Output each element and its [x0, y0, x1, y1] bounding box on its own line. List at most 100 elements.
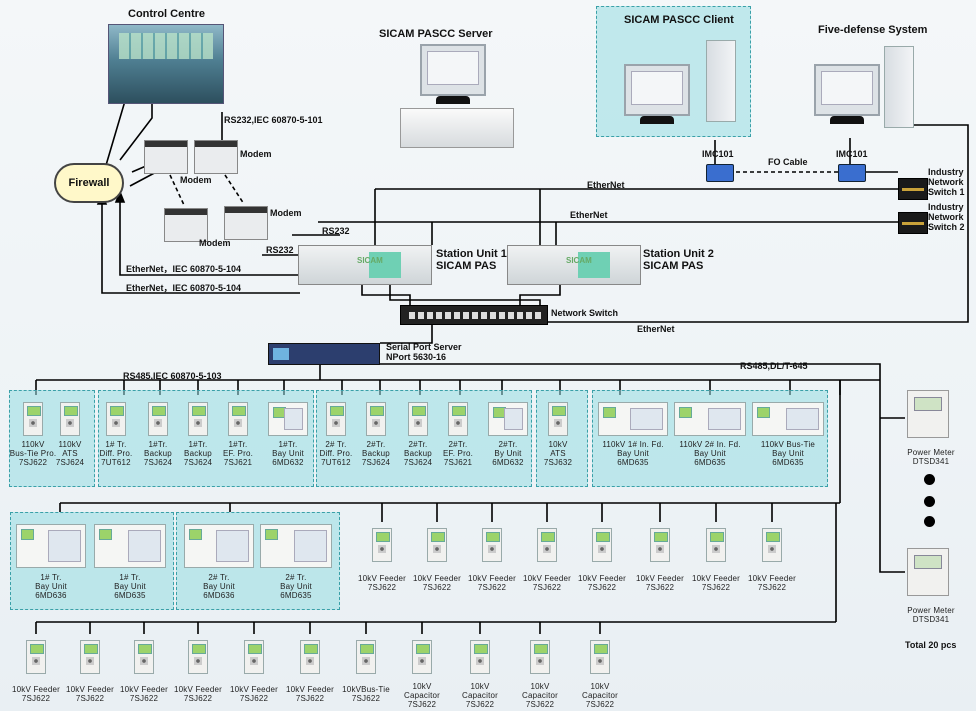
rs232-iec101-label: RS232,IEC 60870-5-101: [224, 115, 323, 125]
row1-label-4-line1: 1#Tr.: [148, 440, 168, 449]
isw1-line3: Switch 1: [928, 186, 965, 197]
row2-feeder-3: [482, 528, 502, 562]
client-monitor-stand: [640, 116, 674, 124]
row1-device-16: [752, 402, 824, 436]
row1-device-8: [326, 402, 346, 436]
total-meters-label: Total 20 pcs: [905, 640, 957, 650]
switch-to-sps: [380, 323, 433, 344]
row2-feeder-label-2-line2: 7SJ622: [422, 583, 452, 593]
row2-feeder-label-6-line2: 7SJ622: [645, 583, 675, 593]
row1-label-13-line2: ATS: [550, 449, 566, 459]
row3-label-2-line2: 7SJ622: [75, 694, 105, 704]
modem-device-4: [224, 206, 268, 240]
row2-feeder-5: [592, 528, 612, 562]
row1-device-15: [674, 402, 746, 436]
row1-device-1: [23, 402, 43, 436]
five-defense-stand: [830, 116, 864, 124]
station1-brand: SICAM: [357, 256, 383, 265]
row1-label-2-line2: ATS: [62, 449, 78, 459]
row1-device-11: [448, 402, 468, 436]
row3-label-11-line3: 7SJ622: [585, 700, 615, 710]
row1-label-7-line1: 1#Tr.: [278, 440, 298, 449]
server-monitor-stand: [436, 96, 470, 104]
row1-label-8-line3: 7UT612: [321, 458, 351, 468]
row1-label-14-line3: 6MD635: [617, 458, 649, 468]
power-meter-top: [907, 390, 949, 438]
row1-label-10-line2: Backup: [404, 449, 432, 459]
row3-label-6-line1: 10kV Feeder: [285, 685, 334, 694]
row2-bay-label-3-line2: Bay Unit: [203, 582, 235, 592]
station2-brand: SICAM: [566, 256, 592, 265]
ethernet-right: [545, 124, 969, 323]
modem-label-4: Modem: [199, 238, 231, 248]
row2-feeder-8: [762, 528, 782, 562]
row1-label-12-line2: By Unit: [494, 449, 522, 459]
row3-label-5-line2: 7SJ622: [239, 694, 269, 704]
row3-label-3-line1: 10kV Feeder: [119, 685, 168, 694]
row1-device-13: [548, 402, 568, 436]
iec104-line-1: [119, 195, 300, 276]
row1-label-12-line1: 2#Tr.: [498, 440, 518, 449]
station2-line1: Station Unit 2: [643, 248, 714, 260]
row1-device-10: [408, 402, 428, 436]
row1-label-12-line3: 6MD632: [492, 458, 524, 468]
row2-feeder-1: [372, 528, 392, 562]
modem-device-1: [144, 140, 188, 174]
isw1-line2: Network: [928, 176, 964, 187]
row2-feeder-7: [706, 528, 726, 562]
row2-bay-label-4-line1: 2# Tr.: [285, 573, 307, 582]
row1-label-15-line2: Bay Unit: [694, 449, 726, 459]
ellipsis-dot-2: [924, 496, 935, 507]
pm-top-line2: DTSD341: [912, 457, 950, 467]
row3-device-7: [356, 640, 376, 674]
row3-label-2-line1: 10kV Feeder: [65, 685, 114, 694]
row1-label-16-line3: 6MD635: [772, 458, 804, 468]
row2-feeder-label-3-line1: 10kV Feeder: [467, 574, 516, 583]
row3-label-9-line2: Capacitor: [461, 691, 499, 701]
row1-device-4: [148, 402, 168, 436]
station1-line1: Station Unit 1: [436, 248, 507, 260]
row1-device-2: [60, 402, 80, 436]
row1-label-2-line1: 110kV: [58, 440, 82, 449]
row1-label-16-line2: Bay Unit: [772, 449, 804, 459]
iec104-label-2: EtherNet，IEC 60870-5-104: [126, 283, 242, 293]
industry-switch-2-label: Industry Network Switch 2: [928, 202, 965, 233]
isw2-line2: Network: [928, 211, 964, 222]
row2-feeder-label-6-line1: 10kV Feeder: [635, 574, 684, 583]
row3-label-8-line2: Capacitor: [403, 691, 441, 701]
row1-device-5: [188, 402, 208, 436]
row1-label-11-line1: 2#Tr.: [448, 440, 468, 449]
serial-port-server: [268, 343, 380, 365]
row1-label-11-line3: 7SJ621: [443, 458, 473, 468]
network-switch-label: Network Switch: [551, 308, 619, 318]
row1-label-3-line3: 7UT612: [101, 458, 131, 468]
row2-bay-label-2-line3: 6MD635: [114, 591, 146, 601]
rs485-dlt645-label: RS485,DL/T-645: [740, 361, 808, 371]
row2-feeder-label-7-line1: 10kV Feeder: [691, 574, 740, 583]
row1-device-14: [598, 402, 668, 436]
sps-line1: Serial Port Server: [386, 342, 462, 352]
row3-label-9-line3: 7SJ622: [465, 700, 495, 710]
isw2-line3: Switch 2: [928, 221, 965, 232]
modem-device-3: [164, 208, 208, 242]
row1-label-1-line2: Bus-Tie Pro.: [9, 449, 57, 459]
row3-drops: [35, 622, 601, 634]
station-unit-2: SICAM: [507, 245, 641, 285]
firewall-cloud: Firewall: [54, 163, 124, 203]
serial-server-label: Serial Port Server NPort 5630-16: [386, 342, 462, 363]
row1-label-7-line2: Bay Unit: [272, 449, 304, 459]
row2-bay-label-1-line3: 6MD636: [35, 591, 67, 601]
